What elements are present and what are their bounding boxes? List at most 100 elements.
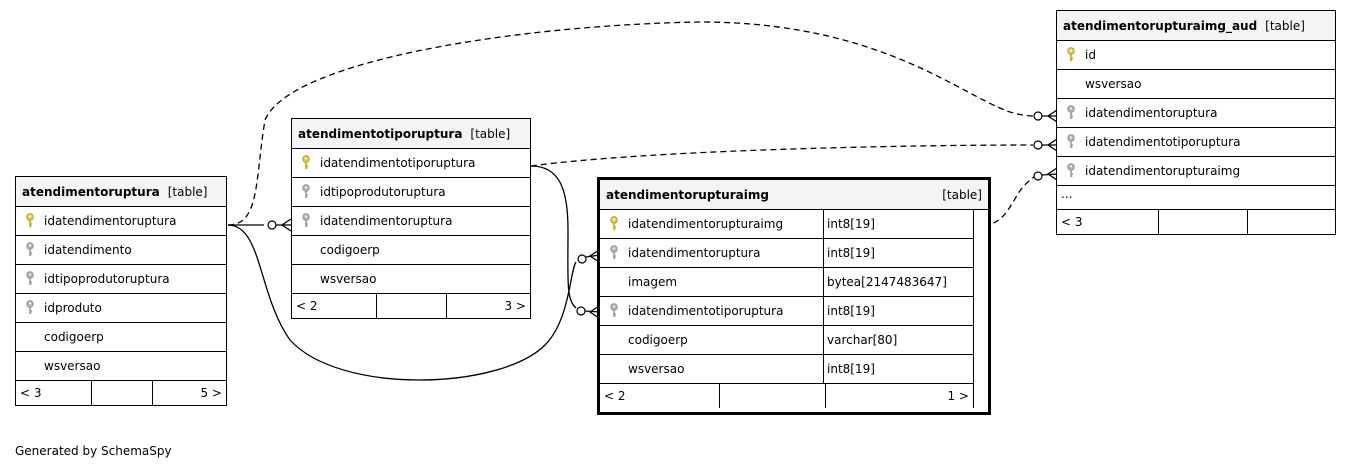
link-t3-t2-optional-circle [576, 306, 586, 316]
column-name: idatendimentoruptura [628, 246, 761, 260]
table-footer: < 2 1 > [600, 384, 973, 408]
table-footer: < 3 5 > [16, 381, 226, 405]
footer-parents[interactable]: < 3 [16, 381, 92, 405]
column-row[interactable]: idatendimentotiporuptura [1057, 128, 1335, 157]
footer-middle [92, 381, 153, 405]
primary-key-icon [292, 155, 320, 171]
footer-middle [1159, 210, 1248, 234]
table-type: [table] [942, 187, 982, 202]
link-t4-t3-crowfoot [1041, 167, 1058, 181]
table-name: atendimentoruptura [22, 184, 160, 199]
column-row[interactable]: idatendimentoruptura [16, 207, 226, 236]
footer-parents[interactable]: < 2 [292, 294, 377, 318]
footer-children[interactable]: 5 > [200, 386, 222, 400]
column-row[interactable]: wsversao int8[19] [600, 355, 973, 384]
footer-children[interactable]: 3 > [504, 299, 526, 313]
foreign-key-icon [1057, 105, 1085, 121]
column-row[interactable]: idatendimentotiporuptura [292, 149, 530, 178]
column-name: wsversao [44, 359, 101, 373]
column-row[interactable]: idatendimentorupturaimg [1057, 157, 1335, 186]
column-name: idproduto [44, 301, 102, 315]
column-list: idatendimentotiporuptura idtipoprodutorup… [292, 149, 530, 294]
column-type: int8[19] [823, 297, 973, 325]
footer-children[interactable]: 1 > [947, 389, 969, 403]
column-row[interactable]: idatendimentoruptura [1057, 99, 1335, 128]
table-name: atendimentorupturaimg [606, 187, 769, 202]
column-list: idatendimentoruptura idatendimento idtipop… [16, 207, 226, 381]
table-type: [table] [470, 126, 511, 141]
column-name: id [1085, 48, 1096, 62]
link-t4-t1-optional-circle [1033, 111, 1043, 121]
column-row[interactable]: idatendimentoruptura [292, 207, 530, 236]
table-atendimentotiporuptura[interactable]: atendimentotiporuptura [table] idatendim… [291, 118, 531, 319]
link-t4-t2-crowfoot [1042, 138, 1058, 152]
column-name: codigoerp [320, 243, 380, 257]
column-name: idatendimentorupturaimg [1085, 164, 1241, 178]
link-t3-t1-optional-circle [577, 254, 587, 264]
table-atendimentorupturaimg-aud[interactable]: atendimentorupturaimg_aud [table] id wsve… [1056, 10, 1336, 235]
column-name: idatendimentotiporuptura [1085, 135, 1241, 149]
primary-key-icon [16, 213, 44, 229]
link-t4-t3-optional-circle [1033, 171, 1043, 181]
column-type: bytea[2147483647] [823, 268, 973, 296]
column-type: varchar[80] [823, 326, 973, 354]
foreign-key-icon [292, 184, 320, 200]
table-type: [table] [167, 184, 208, 199]
column-name: wsversao [320, 272, 377, 286]
link-t4-t3 [983, 176, 1035, 227]
table-header: atendimentorupturaimg_aud [table] [1057, 11, 1335, 41]
foreign-key-icon [600, 303, 628, 319]
column-name: idatendimentorupturaimg [628, 217, 784, 231]
generator-credit: Generated by SchemaSpy [15, 444, 172, 458]
column-list: id wsversao idatendimentoruptura idatendime… [1057, 41, 1335, 186]
link-t2-t1-optional-circle [267, 220, 277, 230]
column-row[interactable]: codigoerp [292, 236, 530, 265]
table-header: atendimentorupturaimg [table] [600, 180, 988, 210]
foreign-key-icon [16, 242, 44, 258]
table-type: [table] [1265, 18, 1305, 33]
column-row[interactable]: idtipoprodutoruptura [292, 178, 530, 207]
column-row[interactable]: idtipoprodutoruptura [16, 265, 226, 294]
column-name: codigoerp [44, 330, 104, 344]
column-name: idatendimentoruptura [44, 214, 177, 228]
column-row[interactable]: wsversao [1057, 70, 1335, 99]
table-name: atendimentotiporuptura [298, 126, 463, 141]
column-name: idtipoprodutoruptura [320, 185, 446, 199]
footer-middle [720, 384, 826, 408]
column-type: int8[19] [823, 355, 973, 383]
footer-children [1248, 210, 1335, 234]
table-header: atendimentoruptura [table] [16, 177, 226, 207]
table-footer: < 3 [1057, 210, 1335, 234]
table-atendimentoruptura[interactable]: atendimentoruptura [table] idatendimento… [15, 176, 227, 406]
link-t4-t1-crowfoot [1042, 109, 1058, 123]
column-name: idatendimentoruptura [320, 214, 453, 228]
link-t4-t2-optional-circle [1033, 140, 1043, 150]
column-name: idatendimentoruptura [1085, 106, 1218, 120]
footer-parents[interactable]: < 2 [600, 384, 720, 408]
link-t4-t2 [530, 144, 1034, 167]
column-row[interactable]: imagem bytea[2147483647] [600, 268, 973, 297]
column-name: wsversao [628, 362, 685, 376]
column-row[interactable]: wsversao [292, 265, 530, 294]
primary-key-icon [1057, 47, 1085, 63]
column-row[interactable]: idproduto [16, 294, 226, 323]
table-atendimentorupturaimg[interactable]: atendimentorupturaimg [table] idatendime… [597, 177, 991, 415]
column-row[interactable]: id [1057, 41, 1335, 70]
column-row[interactable]: idatendimento [16, 236, 226, 265]
foreign-key-icon [1057, 163, 1085, 179]
column-row[interactable]: codigoerp [16, 323, 226, 352]
column-name: imagem [628, 275, 678, 289]
primary-key-icon [600, 216, 628, 232]
column-name: idatendimento [44, 243, 132, 257]
column-name: wsversao [1085, 77, 1142, 91]
more-columns: ... [1057, 186, 1335, 210]
column-row[interactable]: wsversao [16, 352, 226, 381]
table-footer: < 2 3 > [292, 294, 530, 318]
footer-parents[interactable]: < 3 [1057, 210, 1159, 234]
column-name: idatendimentotiporuptura [320, 156, 476, 170]
